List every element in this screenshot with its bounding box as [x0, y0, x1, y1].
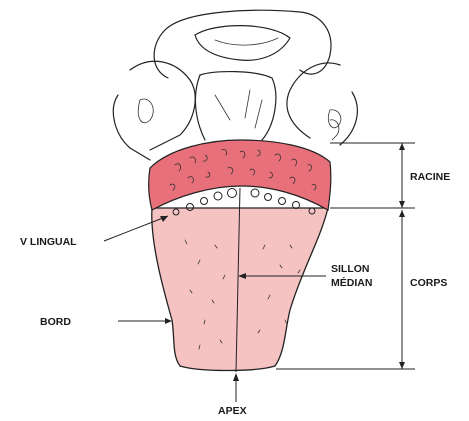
- label-corps: CORPS: [410, 277, 447, 289]
- label-apex: APEX: [218, 405, 247, 417]
- tongue-body: [152, 208, 328, 371]
- label-bord: BORD: [40, 316, 71, 328]
- label-median: MÉDIAN: [331, 276, 372, 289]
- label-racine: RACINE: [410, 171, 450, 183]
- label-v-lingual: V LINGUAL: [20, 236, 77, 248]
- label-sillon: SILLON: [331, 263, 370, 275]
- pharynx-structures: [113, 10, 357, 160]
